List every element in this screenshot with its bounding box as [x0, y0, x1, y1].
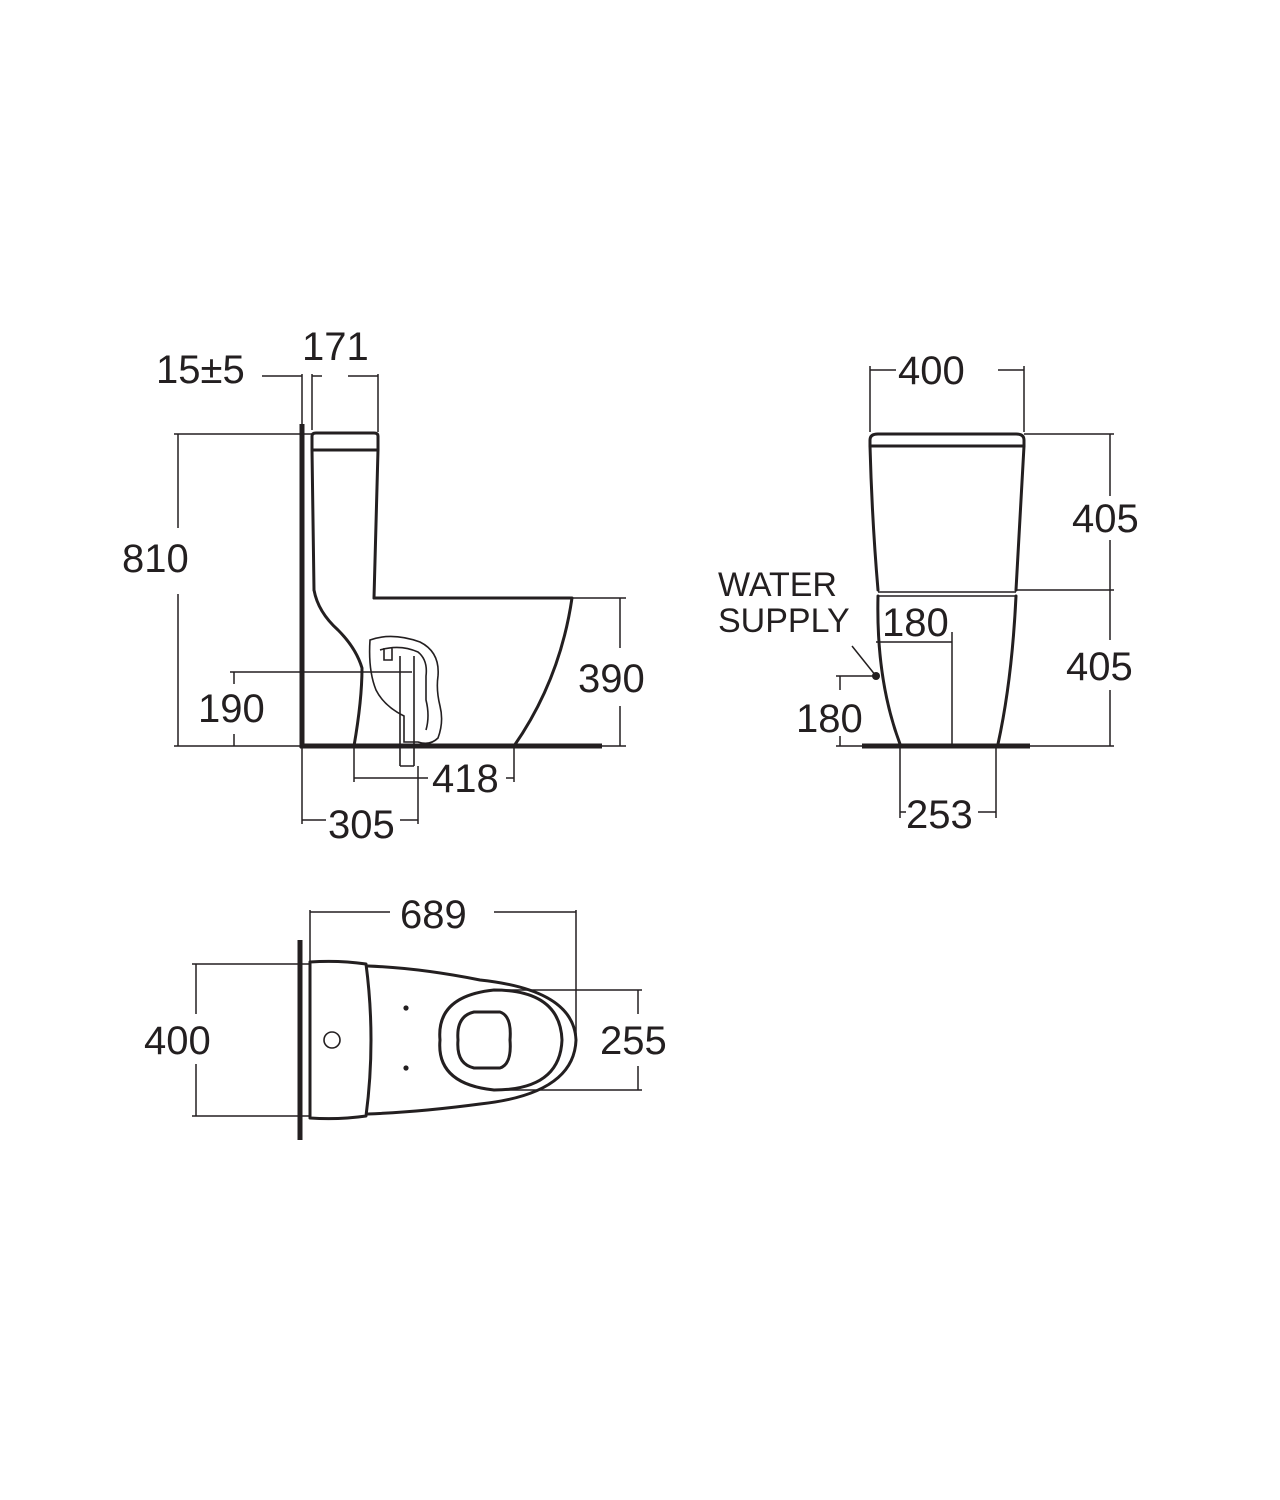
dim-supply-height: 180	[796, 697, 863, 741]
side-tank-body	[310, 448, 380, 600]
dim-lower-height: 405	[1066, 645, 1133, 689]
dim-bowl-width: 255	[600, 1019, 667, 1063]
top-fixing-hole-lower	[403, 1065, 409, 1071]
water-supply-label-line2: SUPPLY	[718, 602, 850, 640]
dim-outlet-height: 190	[198, 687, 265, 731]
dim-total-height: 810	[122, 537, 189, 581]
front-view: WATER SUPPLY 400 405 405 180 180	[718, 349, 1139, 837]
dim-base-width: 253	[906, 793, 973, 837]
side-bowl-outline	[312, 588, 574, 748]
side-outlet-spigot	[399, 656, 415, 767]
top-fixing-hole-upper	[403, 1005, 409, 1011]
front-tank-lid	[868, 432, 1026, 448]
dim-overall-width: 400	[144, 1019, 211, 1063]
dim-tank-width: 400	[898, 349, 965, 393]
front-lower-body	[876, 594, 1018, 746]
dim-wall-gap: 15±5	[156, 348, 245, 392]
side-tank-lid	[310, 431, 380, 452]
top-bowl-rim	[438, 988, 564, 1092]
dim-upper-height: 405	[1072, 497, 1139, 541]
water-supply-label-line1: WATER	[718, 566, 837, 604]
top-view: 689 400 255	[144, 893, 667, 1140]
dim-outlet-to-front: 418	[432, 757, 499, 801]
dim-outlet-from-wall: 305	[328, 803, 395, 847]
front-upper-body	[868, 444, 1026, 592]
dim-bowl-height: 390	[578, 657, 645, 701]
side-trapway	[368, 635, 443, 745]
dim-supply-offset: 180	[882, 601, 949, 645]
dim-overall-length: 689	[400, 893, 467, 937]
top-tank	[308, 959, 373, 1121]
top-bowl-opening	[456, 1010, 512, 1070]
side-view: 15±5 171 810 390 190 418 305	[122, 325, 645, 847]
top-bowl-outline	[366, 964, 578, 1116]
water-supply-leader	[851, 645, 877, 677]
side-trapway-inner	[379, 646, 429, 731]
dim-tank-depth: 171	[302, 325, 369, 369]
top-tank-button	[323, 1031, 341, 1049]
